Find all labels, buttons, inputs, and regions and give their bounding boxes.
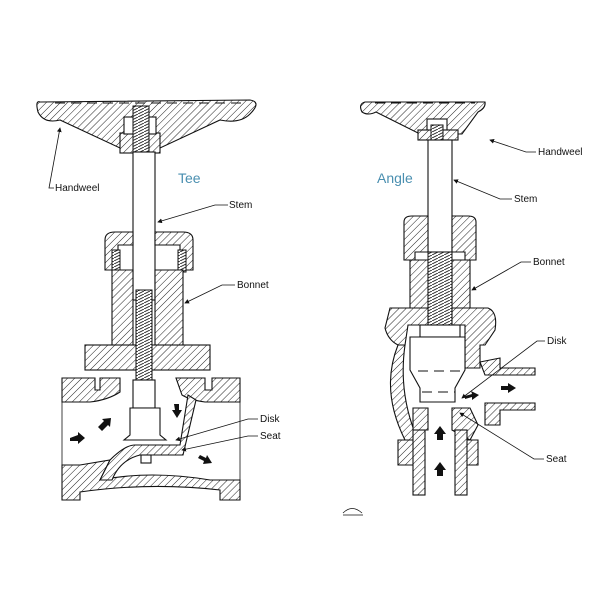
tee-disk	[122, 379, 168, 464]
angle-disk-label: Disk	[547, 336, 567, 347]
angle-stem-label: Stem	[514, 194, 537, 205]
tee-labels: Handweel Stem Bonnet Disk Seat	[48, 127, 281, 452]
tee-body	[61, 377, 241, 501]
tee-title: Tee	[178, 170, 201, 186]
tee-stem-label: Stem	[229, 200, 252, 211]
flow-arrow-icon	[465, 391, 479, 400]
flow-arrow-icon	[198, 455, 212, 464]
flow-arrow-icon	[434, 426, 446, 440]
partial-arc	[342, 508, 363, 516]
angle-seat-label: Seat	[546, 454, 567, 465]
angle-flow-arrows	[434, 383, 516, 476]
angle-labels: Handweel Stem Bonnet Disk Seat	[453, 138, 582, 465]
angle-stem	[427, 139, 453, 253]
angle-handwheel-label: Handweel	[538, 147, 582, 158]
flow-arrow-icon	[98, 418, 111, 431]
angle-handwheel	[359, 101, 486, 141]
angle-valve: Angle Handweel Stem Bonnet Disk Seat	[342, 101, 582, 516]
angle-disk	[409, 324, 466, 403]
tee-bonnet	[84, 231, 211, 401]
tee-seat-label: Seat	[260, 431, 281, 442]
angle-title: Angle	[377, 170, 413, 186]
flow-arrow-icon	[70, 432, 85, 444]
tee-handwheel-label: Handweel	[55, 183, 99, 194]
tee-valve: Tee Handweel Stem Bonnet Disk Seat	[36, 99, 281, 501]
angle-bonnet	[403, 215, 477, 328]
angle-bonnet-label: Bonnet	[533, 257, 565, 268]
angle-body	[384, 307, 536, 496]
tee-handwheel	[36, 99, 257, 154]
flow-arrow-icon	[501, 383, 516, 393]
flow-arrow-icon	[172, 404, 182, 418]
tee-flow-arrows	[70, 404, 212, 464]
tee-stem	[132, 151, 156, 301]
flow-arrow-icon	[434, 462, 446, 476]
tee-disk-label: Disk	[260, 414, 280, 425]
tee-bonnet-label: Bonnet	[237, 280, 269, 291]
